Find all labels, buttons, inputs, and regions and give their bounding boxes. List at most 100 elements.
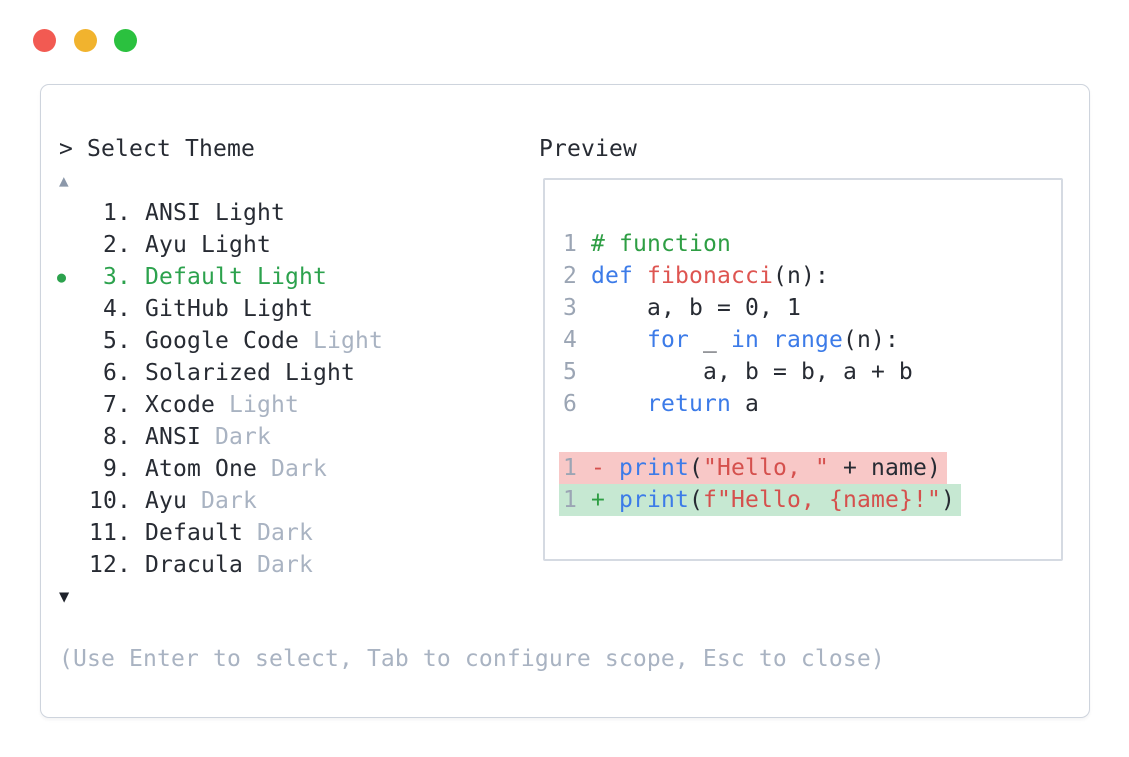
code-token: 1 bbox=[563, 487, 577, 513]
prompt: > Select Theme bbox=[59, 136, 255, 162]
code-token: ( bbox=[689, 487, 703, 513]
theme-list-item[interactable]: ● 3. Default Light bbox=[57, 261, 383, 293]
code-line-content: 4 for _ in range(n): bbox=[559, 324, 905, 356]
code-line: 1 # function bbox=[559, 228, 1061, 260]
code-line bbox=[559, 420, 1061, 452]
code-token bbox=[577, 327, 647, 353]
preview-title: Preview bbox=[539, 136, 637, 162]
code-token: # function bbox=[591, 231, 731, 257]
code-line-added: 1 + print(f"Hello, {name}!") bbox=[559, 484, 1061, 516]
code-token: 1 bbox=[563, 231, 577, 257]
theme-list-item[interactable]: 9. Atom One Dark bbox=[59, 453, 383, 485]
code-token: range bbox=[773, 327, 843, 353]
code-token: 6 bbox=[563, 391, 577, 417]
code-line: 2 def fibonacci(n): bbox=[559, 260, 1061, 292]
theme-item-label: 1. ANSI Light bbox=[89, 200, 285, 226]
code-token bbox=[577, 391, 647, 417]
theme-item-label: 3. Default Light bbox=[89, 264, 327, 290]
code-line-content: 1 # function bbox=[559, 228, 737, 260]
code-token bbox=[759, 327, 773, 353]
theme-list-item[interactable]: 2. Ayu Light bbox=[59, 229, 383, 261]
code-token: in bbox=[731, 327, 759, 353]
code-token: f"Hello, {name}!" bbox=[703, 487, 941, 513]
code-token: + bbox=[591, 487, 605, 513]
code-token bbox=[633, 263, 647, 289]
code-token: a bbox=[730, 391, 759, 417]
theme-item-label: 12. Dracula Dark bbox=[89, 552, 313, 578]
code-token: 5 bbox=[563, 359, 577, 385]
code-token: 1 bbox=[563, 455, 577, 481]
code-token bbox=[577, 455, 591, 481]
theme-selector: > Select Theme ▲ 1. ANSI Light 2. Ayu Li… bbox=[57, 133, 383, 613]
theme-item-label: 4. GitHub Light bbox=[89, 296, 313, 322]
theme-variant-label: Light bbox=[298, 328, 383, 354]
code-token: 4 bbox=[563, 327, 577, 353]
code-line-content: 1 - print("Hello, " + name) bbox=[559, 452, 947, 484]
close-button[interactable] bbox=[33, 29, 56, 52]
theme-item-label: 6. Solarized Light bbox=[89, 360, 355, 386]
code-line: 5 a, b = b, a + b bbox=[559, 356, 1061, 388]
theme-variant-label: Dark bbox=[200, 424, 271, 450]
code-token: fibonacci bbox=[647, 263, 773, 289]
code-token bbox=[577, 487, 591, 513]
code-token: "Hello, " bbox=[703, 455, 829, 481]
theme-list-item[interactable]: 11. Default Dark bbox=[59, 517, 383, 549]
code-line: 3 a, b = 0, 1 bbox=[559, 292, 1061, 324]
code-line-content: 5 a, b = b, a + b bbox=[559, 356, 919, 388]
theme-variant-label: Light bbox=[214, 392, 299, 418]
code-line-content: 6 return a bbox=[559, 388, 765, 420]
code-line: 6 return a bbox=[559, 388, 1061, 420]
code-line-content: 3 a, b = 0, 1 bbox=[559, 292, 807, 324]
theme-list-item[interactable]: 6. Solarized Light bbox=[59, 357, 383, 389]
code-token: print bbox=[619, 455, 689, 481]
code-token: ) bbox=[940, 487, 955, 513]
theme-item-label: 11. Default Dark bbox=[89, 520, 313, 546]
theme-list-item[interactable]: 7. Xcode Light bbox=[59, 389, 383, 421]
theme-item-label: 5. Google Code Light bbox=[89, 328, 383, 354]
code-token: ( bbox=[689, 455, 703, 481]
code-token: def bbox=[591, 263, 633, 289]
code-token: print bbox=[619, 487, 689, 513]
minimize-button[interactable] bbox=[74, 29, 97, 52]
code-line: 4 for _ in range(n): bbox=[559, 324, 1061, 356]
theme-list-item[interactable]: 12. Dracula Dark bbox=[59, 549, 383, 581]
code-token: + name) bbox=[828, 455, 941, 481]
theme-item-label: 9. Atom One Dark bbox=[89, 456, 327, 482]
code-token: 2 bbox=[563, 263, 577, 289]
theme-list-item[interactable]: 5. Google Code Light bbox=[59, 325, 383, 357]
code-token bbox=[577, 263, 591, 289]
theme-variant-label: Dark bbox=[242, 552, 313, 578]
code-token: a, b = 0, 1 bbox=[577, 295, 801, 321]
theme-picker-panel: > Select Theme ▲ 1. ANSI Light 2. Ayu Li… bbox=[40, 84, 1090, 718]
theme-variant-label: Dark bbox=[256, 456, 327, 482]
theme-item-label: 10. Ayu Dark bbox=[89, 488, 257, 514]
code-token bbox=[605, 455, 619, 481]
code-token: (n): bbox=[772, 263, 829, 289]
theme-list-item[interactable]: 1. ANSI Light bbox=[59, 197, 383, 229]
code-token: _ bbox=[689, 327, 731, 353]
code-token bbox=[577, 231, 591, 257]
scroll-up-indicator[interactable]: ▲ bbox=[59, 171, 69, 190]
scroll-down-indicator[interactable]: ▼ bbox=[59, 587, 70, 607]
theme-list-item[interactable]: 4. GitHub Light bbox=[59, 293, 383, 325]
zoom-button[interactable] bbox=[114, 29, 137, 52]
code-token: (n): bbox=[843, 327, 899, 353]
code-token: return bbox=[647, 391, 731, 417]
code-line-removed: 1 - print("Hello, " + name) bbox=[559, 452, 1061, 484]
theme-list: 1. ANSI Light 2. Ayu Light ● 3. Default L… bbox=[57, 197, 383, 581]
keyboard-hints: (Use Enter to select, Tab to configure s… bbox=[59, 646, 885, 672]
code-token: - bbox=[591, 455, 605, 481]
theme-item-label: 7. Xcode Light bbox=[89, 392, 299, 418]
theme-variant-label: Dark bbox=[186, 488, 257, 514]
theme-variant-label: Dark bbox=[242, 520, 313, 546]
selected-dot-icon: ● bbox=[57, 268, 67, 286]
code-token bbox=[605, 487, 619, 513]
code-line-content: 2 def fibonacci(n): bbox=[559, 260, 835, 292]
theme-item-label: 2. Ayu Light bbox=[89, 232, 271, 258]
code-line-content: 1 + print(f"Hello, {name}!") bbox=[559, 484, 961, 516]
theme-list-item[interactable]: 8. ANSI Dark bbox=[59, 421, 383, 453]
theme-list-item[interactable]: 10. Ayu Dark bbox=[59, 485, 383, 517]
